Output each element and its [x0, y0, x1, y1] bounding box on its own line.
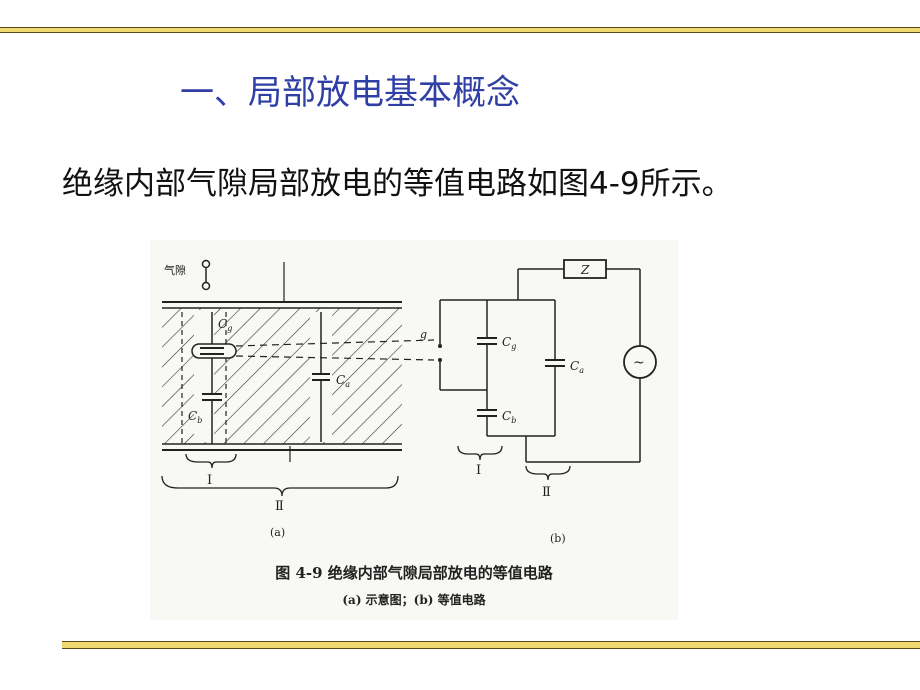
switch-label: g [420, 328, 427, 341]
terminal-top-icon [201, 259, 211, 269]
region-ii-label-b: Ⅱ [542, 485, 551, 500]
cg-label-a: Cg [218, 317, 232, 333]
figure-caption: 图 4-9 绝缘内部气隙局部放电的等值电路 [275, 564, 553, 582]
cg-label-b: Cg [502, 335, 516, 351]
void-label: 气隙 [164, 263, 186, 277]
ca-label-a: Ca [336, 373, 350, 389]
top-rule [0, 27, 920, 33]
figure-subcaption: (a) 示意图；(b) 等值电路 [342, 593, 486, 607]
cb-label-b: Cb [502, 409, 516, 425]
impedance-label: Z [580, 263, 590, 277]
panel-a-tag: (a) [270, 526, 285, 539]
region-ii-label-a: Ⅱ [275, 499, 284, 514]
panel-b-tag: (b) [550, 532, 566, 545]
panel-a-schematic: 气隙 Cg [161, 259, 435, 539]
slide-title: 一、局部放电基本概念 [180, 73, 520, 113]
ca-label-b: Ca [570, 359, 584, 375]
panel-b-equivalent-circuit: Z ~ g Cg [420, 259, 657, 545]
terminal-bottom-icon [201, 281, 211, 291]
region-i-label-a: I [207, 473, 212, 488]
gas-void [191, 343, 237, 359]
figure-4-9: 气隙 Cg [150, 240, 678, 620]
cb-label-a: Cb [188, 409, 202, 425]
region-i-label-b: I [476, 463, 481, 478]
slide-body-text: 绝缘内部气隙局部放电的等值电路如图4-9所示。 [62, 166, 733, 202]
svg-text:~: ~ [633, 355, 645, 371]
bottom-rule [62, 641, 920, 649]
circuit-diagram: 气隙 Cg [161, 259, 657, 545]
